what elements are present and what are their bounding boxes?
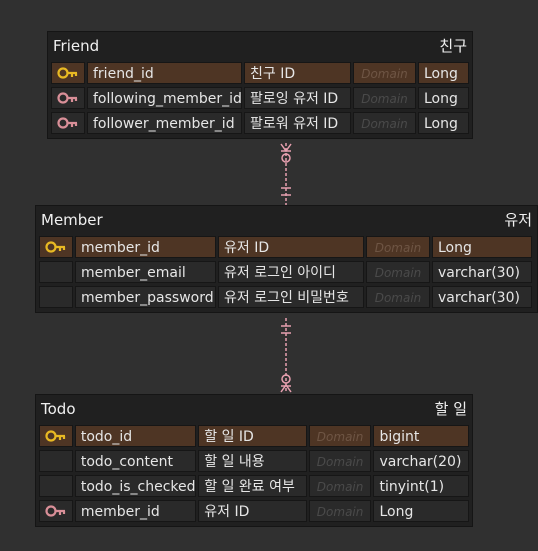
column-domain: Domain [353,62,416,84]
column-row[interactable]: member_email 유저 로그인 아이디 Domain varchar(3… [39,261,534,283]
column-key-slot [39,286,73,308]
column-name: todo_content [74,450,197,472]
column-type: Long [432,236,532,258]
column-name: friend_id [87,62,242,84]
column-row[interactable]: follower_member_id 팔로워 유저 ID Domain Long [51,112,469,134]
column-domain: Domain [308,425,372,447]
primary-key-icon [39,236,73,258]
column-row[interactable]: todo_id 할 일 ID Domain bigint [39,425,469,447]
column-logical-name: 유저 로그인 비밀번호 [218,286,364,308]
entity-member[interactable]: Member 유저 member_id 유저 ID Domain Long me… [35,205,538,313]
column-type: varchar(30) [432,286,532,308]
column-logical-name: 팔로잉 유저 ID [244,87,351,109]
column-row[interactable]: member_id 유저 ID Domain Long [39,236,534,258]
entity-name: Todo [41,400,76,418]
column-type: Long [418,112,469,134]
column-row[interactable]: todo_content 할 일 내용 Domain varchar(20) [39,450,469,472]
column-type: Long [418,87,469,109]
entity-name: Friend [53,37,100,55]
column-type: varchar(30) [432,261,532,283]
column-logical-name: 친구 ID [244,62,351,84]
column-type: Long [373,500,469,522]
foreign-key-icon [51,112,85,134]
column-type: varchar(20) [373,450,469,472]
column-logical-name: 할 일 ID [198,425,307,447]
column-domain: Domain [308,450,372,472]
entity-friend[interactable]: Friend 친구 friend_id 친구 ID Domain Long fo… [47,31,473,139]
column-row[interactable]: following_member_id 팔로잉 유저 ID Domain Lon… [51,87,469,109]
foreign-key-icon [39,500,73,522]
column-key-slot [39,475,73,497]
column-name: member_id [75,236,216,258]
entity-label: 친구 [439,37,467,55]
column-logical-name: 유저 ID [198,500,307,522]
column-logical-name: 팔로워 유저 ID [244,112,351,134]
column-row[interactable]: friend_id 친구 ID Domain Long [51,62,469,84]
column-logical-name: 할 일 내용 [198,450,307,472]
primary-key-icon [51,62,85,84]
column-domain: Domain [366,261,430,283]
column-key-slot [39,261,73,283]
entity-label: 할 일 [434,400,467,418]
entity-header: Todo 할 일 [36,395,472,423]
column-domain: Domain [353,112,416,134]
column-domain: Domain [366,286,430,308]
column-row[interactable]: todo_is_checked 할 일 완료 여부 Domain tinyint… [39,475,469,497]
member-todo-relationship [280,318,292,393]
column-domain: Domain [353,87,416,109]
entity-label: 유저 [504,211,532,229]
entity-todo[interactable]: Todo 할 일 todo_id 할 일 ID Domain bigint to… [35,394,473,527]
column-logical-name: 유저 ID [218,236,364,258]
column-type: bigint [373,425,469,447]
column-name: todo_id [74,425,197,447]
column-name: todo_is_checked [74,475,197,497]
column-domain: Domain [366,236,430,258]
column-name: follower_member_id [87,112,242,134]
column-name: following_member_id [87,87,242,109]
column-logical-name: 할 일 완료 여부 [198,475,307,497]
primary-key-icon [39,425,73,447]
foreign-key-icon [51,87,85,109]
column-logical-name: 유저 로그인 아이디 [218,261,364,283]
entity-name: Member [41,211,103,229]
column-row[interactable]: member_id 유저 ID Domain Long [39,500,469,522]
column-key-slot [39,450,73,472]
column-name: member_password [75,286,216,308]
column-name: member_id [74,500,197,522]
entity-header: Friend 친구 [48,32,472,60]
column-domain: Domain [308,475,372,497]
entity-header: Member 유저 [36,206,537,234]
friend-member-relationship [280,143,292,205]
column-type: tinyint(1) [373,475,469,497]
column-name: member_email [75,261,216,283]
column-domain: Domain [308,500,372,522]
column-type: Long [418,62,469,84]
column-row[interactable]: member_password 유저 로그인 비밀번호 Domain varch… [39,286,534,308]
